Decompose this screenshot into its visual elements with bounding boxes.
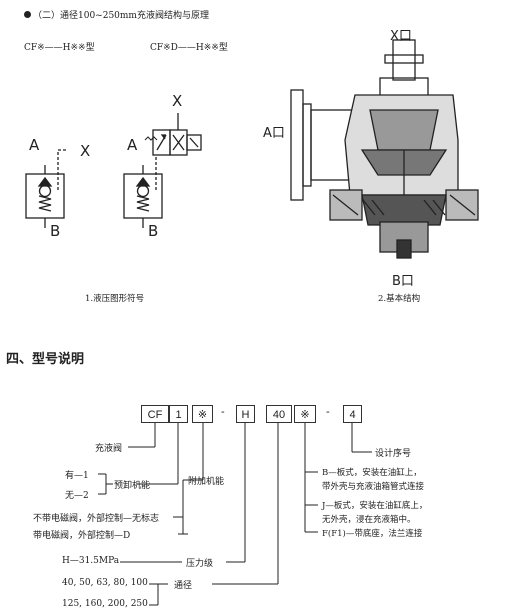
- structure-port-x: X口: [390, 29, 412, 44]
- symbol-right-port-x: X: [172, 92, 183, 110]
- section-title: （二）通径100~250mm充液阀结构与原理: [33, 11, 209, 21]
- model-leader-lines: [98, 423, 372, 606]
- code-box-diameter: 40: [266, 405, 292, 423]
- label-preunload: 预卸机能: [114, 481, 151, 491]
- hydraulic-symbol-left: [25, 149, 66, 228]
- model-heading: 四、型号说明: [6, 352, 85, 367]
- symbol-right-port-b: B: [148, 222, 159, 240]
- code-box-preunload: 1: [169, 405, 188, 423]
- label-diameter: 通径: [174, 581, 193, 591]
- symbol-left-port-a: A: [29, 136, 40, 154]
- code-box-cf: CF: [141, 405, 169, 423]
- label-mount-j-2: 无外壳，浸在充液箱中。: [322, 515, 416, 525]
- code-dash-2: -: [326, 406, 330, 418]
- label-mount-j-1: J—板式，安装在油缸底上，: [322, 501, 428, 511]
- code-box-pressure: H: [236, 405, 255, 423]
- type-label-left: CF※——H※※型: [24, 43, 95, 53]
- label-pressure-value: H—31.5MPa: [62, 556, 120, 566]
- symbol-left-port-b: B: [50, 222, 61, 240]
- code-box-mount: ※: [294, 405, 316, 423]
- structure-port-b: B口: [392, 274, 414, 289]
- type-label-right: CF※D——H※※型: [150, 43, 228, 53]
- label-with-solenoid: 带电磁阀，外部控制—D: [33, 531, 131, 541]
- code-box-additional: ※: [192, 405, 213, 423]
- label-pressure: 压力级: [186, 559, 214, 569]
- symbol-right-port-a: A: [127, 136, 138, 154]
- structure-port-a: A口: [263, 126, 285, 141]
- label-fill-valve: 充液阀: [95, 444, 123, 454]
- label-additional: 附加机能: [188, 477, 225, 487]
- label-no-solenoid: 不带电磁阀，外部控制—无标志: [33, 514, 160, 524]
- symbols-caption: 1.液压图形符号: [85, 294, 145, 304]
- structure-caption: 2.基本结构: [378, 294, 421, 304]
- label-preunload-no: 无—2: [65, 491, 89, 501]
- label-mount-f: F(F1)—带底座，法兰连接: [322, 529, 423, 539]
- label-diameter-values-2: 125, 160, 200, 250: [62, 599, 148, 609]
- code-box-design: 4: [343, 405, 362, 423]
- symbol-left-port-x: X: [80, 142, 91, 160]
- label-mount-b-2: 带外壳与充液油箱管式连接: [322, 482, 425, 492]
- label-diameter-values-1: 40, 50, 63, 80, 100: [62, 578, 148, 588]
- label-mount-b-1: B—板式，安装在油缸上，: [322, 468, 422, 478]
- bullet-icon: [24, 11, 31, 18]
- label-preunload-yes: 有—1: [65, 471, 89, 481]
- label-design-no: 设计序号: [375, 449, 412, 459]
- valve-structure-drawing: [290, 39, 479, 259]
- code-dash-1: -: [221, 406, 225, 418]
- hydraulic-symbol-right: [123, 113, 202, 228]
